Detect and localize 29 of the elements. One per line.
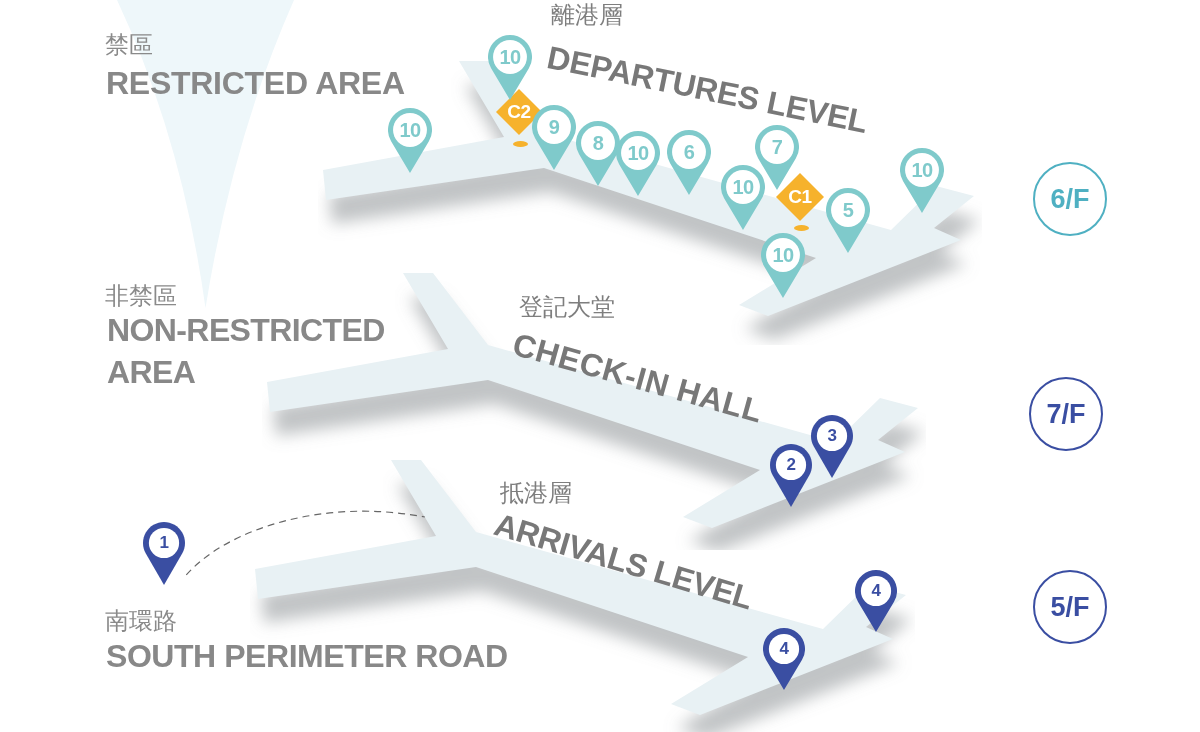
map-pin: 10 bbox=[721, 165, 765, 230]
diamond-marker: C1 bbox=[776, 173, 824, 221]
level-name: 抵港層 bbox=[500, 481, 572, 505]
map-pin: 6 bbox=[667, 130, 711, 195]
map-pin: 8 bbox=[576, 121, 620, 186]
map-pin: 5 bbox=[826, 188, 870, 253]
floor-badge: 5/F bbox=[1033, 570, 1107, 644]
level-name: 離港層 bbox=[551, 3, 623, 27]
map-pin: 2 bbox=[770, 444, 812, 507]
area-label: SOUTH PERIMETER ROAD bbox=[106, 640, 508, 672]
map-pin: 4 bbox=[763, 628, 805, 690]
map-pin: 1 bbox=[143, 522, 185, 585]
map-pin: 10 bbox=[388, 108, 432, 173]
map-pin: 10 bbox=[488, 35, 532, 100]
area-label: RESTRICTED AREA bbox=[106, 67, 405, 99]
area-label: NON-RESTRICTED AREA bbox=[107, 311, 386, 392]
map-pin: 10 bbox=[616, 131, 660, 196]
dashed-line bbox=[185, 510, 426, 576]
area-label: 非禁區 bbox=[105, 284, 177, 308]
map-pin: 3 bbox=[811, 415, 853, 478]
map-pin: 9 bbox=[532, 105, 576, 170]
floor-badge: 7/F bbox=[1029, 377, 1103, 451]
floor-badge: 6/F bbox=[1033, 162, 1107, 236]
level-name: 登記大堂 bbox=[519, 295, 615, 319]
map-pin: 10 bbox=[761, 233, 805, 298]
area-label: 禁區 bbox=[105, 33, 153, 57]
map-pin: 10 bbox=[900, 148, 944, 213]
map-pin: 4 bbox=[855, 570, 897, 632]
area-label: 南環路 bbox=[105, 609, 177, 633]
